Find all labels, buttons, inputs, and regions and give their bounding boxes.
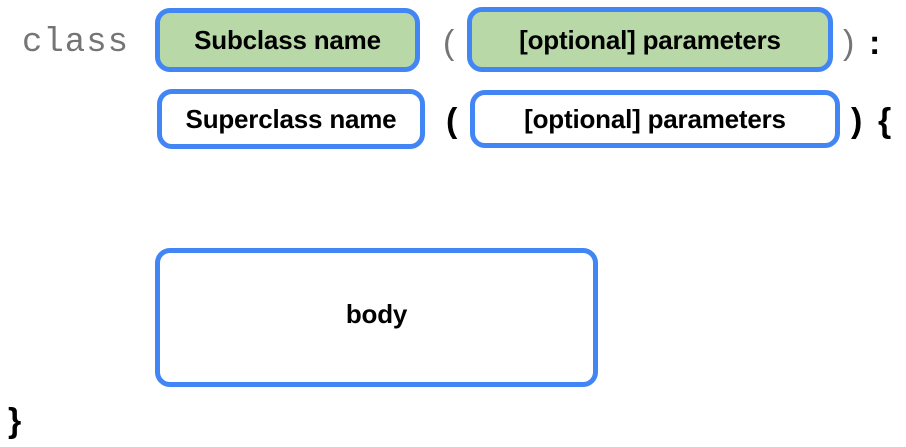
superclass-paren-close: )	[851, 102, 863, 140]
superclass-parameters-label: [optional] parameters	[524, 104, 786, 134]
subclass-paren-close: )	[843, 24, 855, 62]
superclass-paren-open: (	[446, 102, 458, 140]
superclass-name-label: Superclass name	[185, 104, 397, 134]
superclass-parameters-box[interactable]: [optional] parameters	[470, 90, 840, 148]
keyword-class: class	[22, 24, 130, 62]
subclass-name-label: Subclass name	[194, 25, 381, 55]
subclass-paren-open: (	[443, 24, 455, 62]
body-box[interactable]: body	[155, 248, 598, 387]
subclass-parameters-box[interactable]: [optional] parameters	[467, 7, 833, 72]
body-label: body	[345, 298, 408, 329]
closing-brace: }	[8, 402, 22, 440]
opening-brace: {	[878, 102, 892, 140]
subclass-name-box[interactable]: Subclass name	[155, 8, 420, 72]
superclass-name-box[interactable]: Superclass name	[157, 89, 425, 149]
subclass-colon: :	[869, 24, 881, 62]
subclass-parameters-label: [optional] parameters	[519, 24, 781, 55]
